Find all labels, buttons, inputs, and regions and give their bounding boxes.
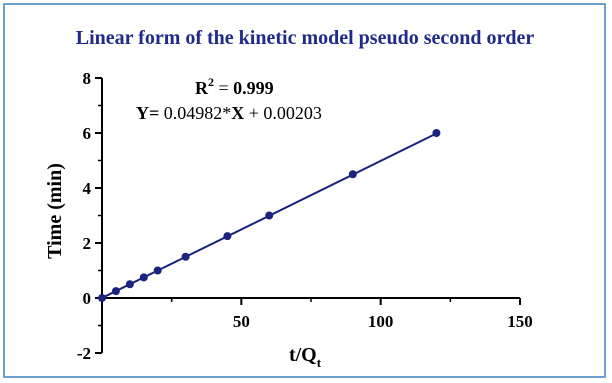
y-tick-label: 8: [83, 69, 92, 88]
y-tick-label: 4: [83, 179, 92, 198]
tick-labels: -2 0 2 4 6 8 50 100 150: [77, 69, 533, 363]
r2-superscript: 2: [208, 75, 214, 89]
x-tick-label: 100: [368, 312, 394, 331]
axes: [95, 77, 521, 354]
r2-label: R: [195, 78, 209, 98]
fit-equation: Y= 0.04982*X + 0.00203: [136, 103, 322, 123]
chart-title: Linear form of the kinetic model pseudo …: [76, 27, 535, 49]
y-tick-label: 2: [83, 234, 92, 253]
r2-equals: =: [214, 78, 233, 98]
data-point: [348, 170, 357, 179]
y-tick-label: -2: [77, 344, 91, 363]
x-axis-label-subscript: t: [317, 355, 322, 370]
y-axis-label: Time (min): [44, 163, 66, 259]
x-tick-label: 150: [507, 312, 533, 331]
data-point: [223, 232, 232, 241]
r2-value: 0.999: [233, 78, 274, 98]
chart-svg: Linear form of the kinetic model pseudo …: [44, 27, 535, 370]
equation-intercept: + 0.00203: [244, 103, 322, 123]
data-point: [125, 280, 134, 289]
data-point: [181, 252, 190, 261]
y-tick-label: 0: [83, 289, 92, 308]
equation-x: X: [231, 103, 244, 123]
y-tick-label: 6: [83, 124, 92, 143]
equation-prefix: Y=: [136, 103, 164, 123]
x-tick-label: 50: [233, 312, 250, 331]
data-series: [98, 129, 441, 302]
equation-coefficient: 0.04982*: [164, 103, 232, 123]
data-point: [139, 273, 148, 282]
data-point: [98, 294, 106, 302]
chart-frame: Linear form of the kinetic model pseudo …: [3, 3, 606, 378]
data-point: [111, 287, 120, 296]
x-axis-label: t/Qt: [289, 344, 322, 370]
r-squared-annotation: R2 = 0.999: [195, 75, 274, 98]
data-point: [432, 129, 441, 137]
data-point: [265, 211, 274, 220]
x-axis-label-main: t/Q: [289, 344, 317, 366]
data-point: [153, 266, 162, 275]
